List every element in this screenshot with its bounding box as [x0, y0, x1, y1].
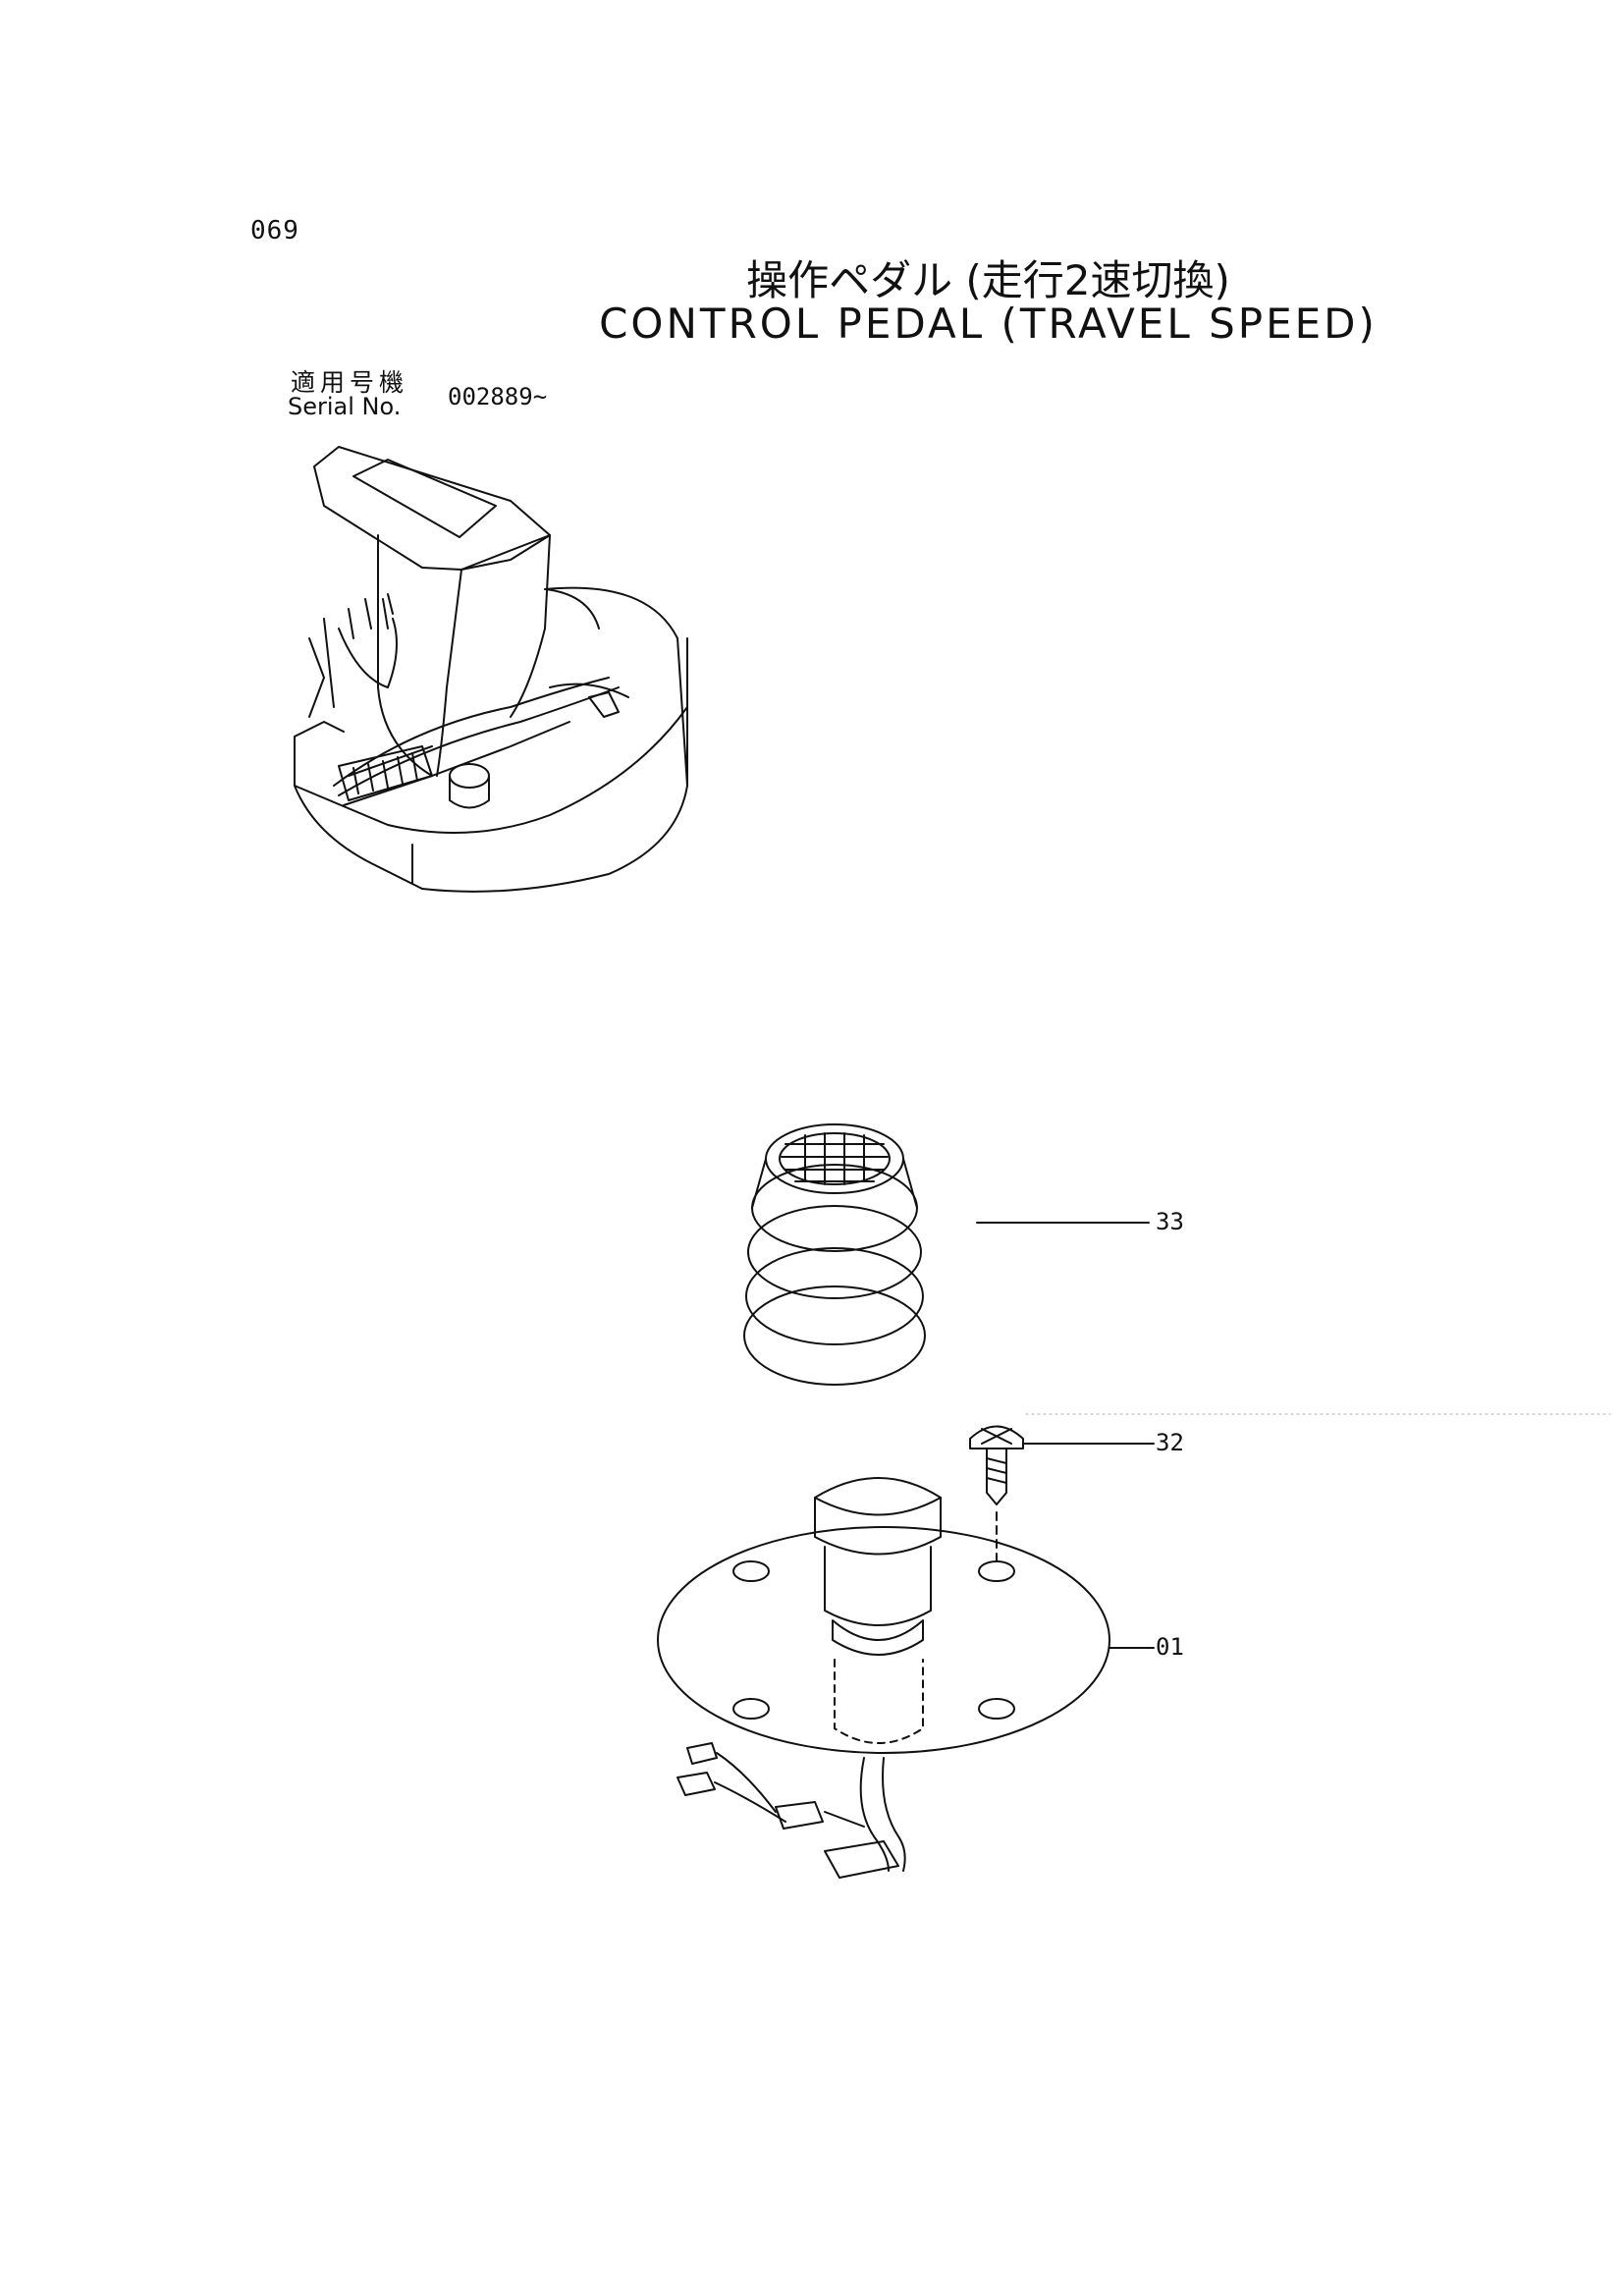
callout-part-01: 01: [1156, 1633, 1184, 1661]
pedal-cover-part: [743, 1123, 926, 1386]
page-number: 069: [250, 216, 299, 246]
callout-part-32: 32: [1156, 1429, 1184, 1456]
screw-part: [969, 1425, 1024, 1562]
serial-label-english: Serial No.: [288, 393, 402, 420]
page-title-japanese: 操作ペダル (走行2速切換): [746, 256, 1230, 304]
serial-number-value: 002889~: [448, 383, 548, 410]
serial-label-japanese: 適用号機: [291, 368, 409, 397]
callout-part-33: 33: [1156, 1208, 1184, 1235]
pedal-base-plate-part: [657, 1477, 1110, 1879]
page-title-english: CONTROL PEDAL (TRAVEL SPEED): [599, 300, 1378, 348]
